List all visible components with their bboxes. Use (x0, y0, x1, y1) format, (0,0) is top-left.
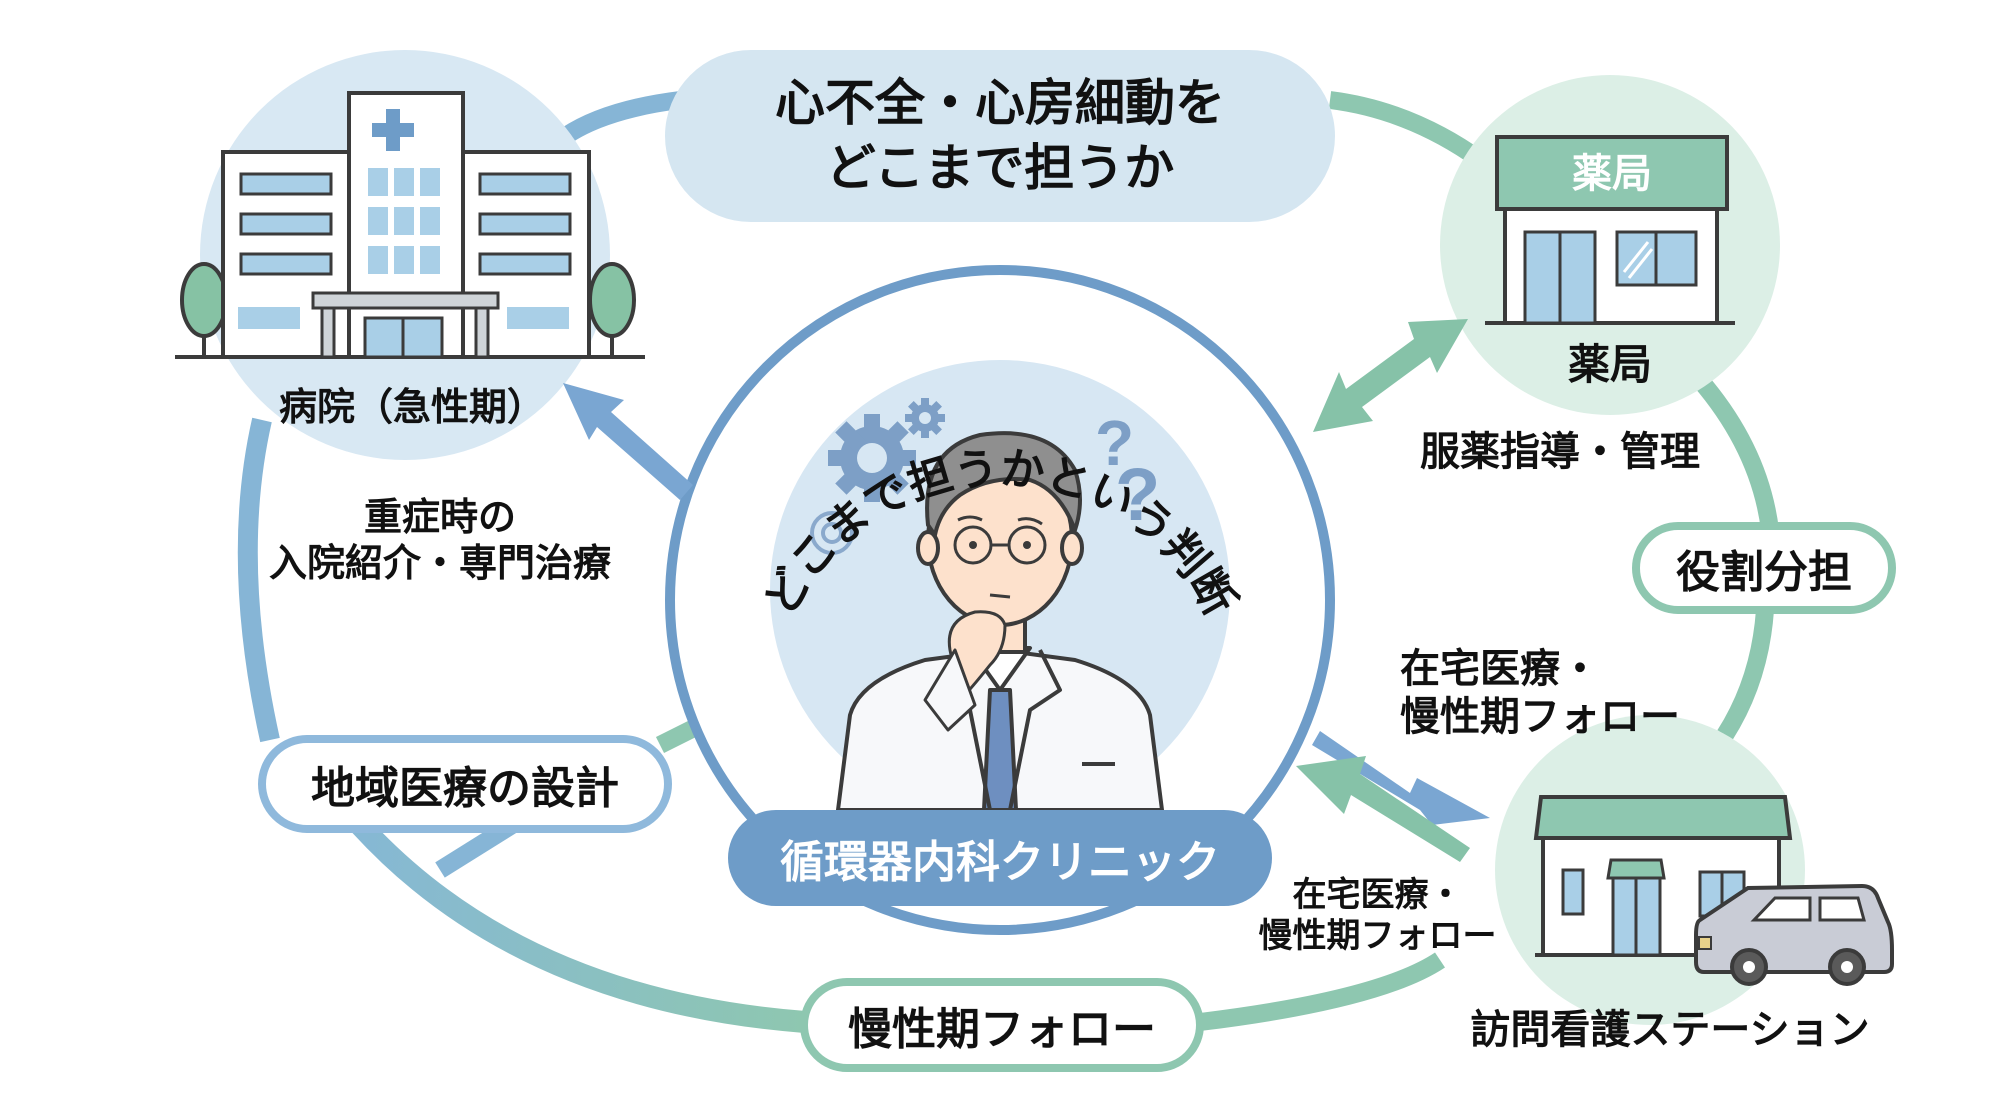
hospital-relation-line-1: 重症時の (363, 495, 516, 539)
ring-segment-top-left (554, 91, 682, 148)
clinic-label: 循環器内科クリニック (728, 810, 1272, 906)
pharmacy-relation: 服薬指導・管理 (1420, 429, 1700, 475)
ring-label-role-sharing: 役割分担 (1632, 522, 1896, 614)
pharmacy-sign-text: 薬局 (1572, 151, 1652, 197)
ring-label-chronic-follow: 慢性期フォロー (800, 978, 1204, 1072)
doctor-figure (836, 431, 1164, 812)
nursing-relation-in-line-2: 慢性期フォロー (1258, 915, 1497, 956)
nursing-relation-out-line-1: 在宅医療・ (1400, 646, 1600, 692)
ring-segment-bottom-left (351, 817, 806, 1033)
arrow-clinic-pharmacy-bidirectional (1313, 319, 1468, 432)
gear-icon (828, 414, 916, 502)
nursing-station-label: 訪問看護ステーション (1470, 1007, 1870, 1053)
title-line-2: どこまで担うか (825, 139, 1175, 197)
nursing-relation-in: 在宅医療・ 慢性期フォロー (1245, 875, 1510, 957)
ring-segment-right-upper (1693, 374, 1779, 532)
arrow-clinic-to-hospital (563, 383, 693, 500)
hospital-relation: 重症時の 入院紹介・専門治療 (240, 495, 640, 586)
ring-segment-left (237, 417, 280, 743)
pharmacy-label: 薬局 (1567, 340, 1652, 389)
arrow-nursing-to-clinic (1296, 756, 1470, 862)
ring-segment-right-lower (1717, 609, 1774, 740)
nursing-relation-in-line-1: 在宅医療・ (1292, 875, 1463, 915)
question-mark-icon: ? (1095, 407, 1134, 479)
question-mark-icon: ? (1115, 453, 1160, 536)
pharmacy-icon (1485, 135, 1735, 325)
ring-segment-bottom-right (1198, 952, 1445, 1031)
hospital-relation-line-2: 入院紹介・専門治療 (268, 540, 611, 585)
title-line-1: 心不全・心房細動を (775, 74, 1225, 132)
outer-ring (237, 91, 1779, 1033)
nursing-relation-out: 在宅医療・ 慢性期フォロー (1400, 645, 1680, 741)
title-bubble: 心不全・心房細動を どこまで担うか (665, 50, 1335, 222)
car-icon (1694, 883, 1894, 986)
ring-label-regional-design: 地域医療の設計 (258, 735, 672, 833)
arrow-clinic-to-nursing (1312, 731, 1490, 825)
gear-outline-icon (810, 511, 854, 555)
nursing-relation-out-line-2: 慢性期フォロー (1400, 694, 1680, 740)
hospital-icon (175, 91, 645, 359)
hospital-label: 病院（急性期） (278, 385, 545, 429)
gear-small-icon (905, 398, 945, 438)
ring-segment-top-right (1328, 91, 1486, 168)
